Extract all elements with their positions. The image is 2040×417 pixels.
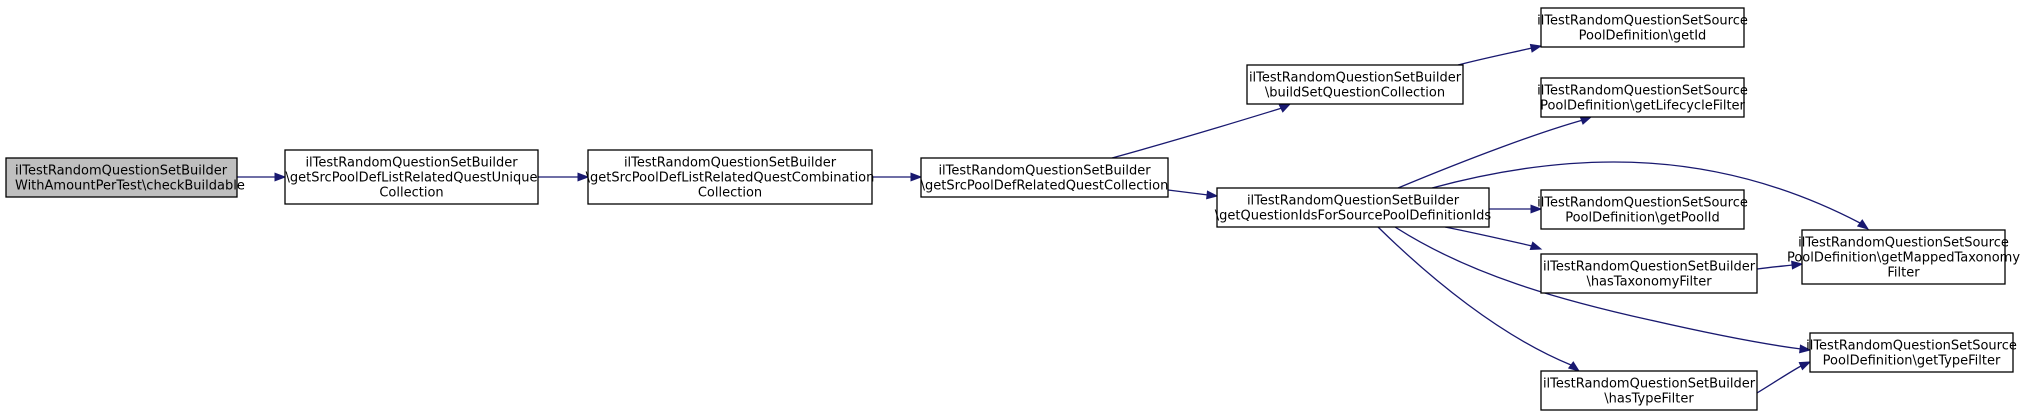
edge-build_set-to-get_id bbox=[1457, 43, 1543, 66]
node-box bbox=[920, 157, 1169, 198]
node-label-line: PoolDefinition\getTypeFilter bbox=[1823, 354, 2001, 369]
node-box bbox=[1540, 77, 1745, 118]
node-label-line: ilTestRandomQuestionSetBuilder bbox=[15, 164, 228, 179]
node-label-line: ilTestRandomQuestionSetBuilder bbox=[1543, 377, 1756, 392]
node-get-pool-id[interactable]: ilTestRandomQuestionSetSourcePoolDefinit… bbox=[1537, 189, 1748, 230]
arrowhead bbox=[1530, 204, 1543, 214]
node-box bbox=[1540, 189, 1745, 230]
node-label-line: \buildSetQuestionCollection bbox=[1265, 86, 1445, 101]
edge-get_question_ids-to-get_lifecycle bbox=[1397, 116, 1593, 189]
node-box bbox=[1246, 64, 1464, 105]
arrowhead bbox=[910, 172, 923, 182]
arrowhead bbox=[1791, 260, 1804, 270]
node-box bbox=[284, 149, 539, 205]
node-label-line: \getSrcPoolDefRelatedQuestCollection bbox=[921, 179, 1169, 194]
node-has-type[interactable]: ilTestRandomQuestionSetBuilder\hasTypeFi… bbox=[1540, 370, 1758, 411]
arrowhead bbox=[577, 172, 590, 182]
node-label-line: Collection bbox=[698, 186, 762, 201]
node-check-buildable[interactable]: ilTestRandomQuestionSetBuilderWithAmount… bbox=[5, 157, 245, 198]
edge-check_buildable-to-get_src_unique bbox=[237, 172, 287, 182]
node-box bbox=[1540, 253, 1758, 294]
node-box bbox=[587, 149, 873, 205]
node-label-line: ilTestRandomQuestionSetBuilder bbox=[1543, 260, 1756, 275]
node-label-line: ilTestRandomQuestionSetSource bbox=[1806, 339, 2017, 354]
node-label-line: PoolDefinition\getPoolId bbox=[1565, 211, 1720, 226]
node-box bbox=[1540, 7, 1745, 48]
edge-get_src_unique-to-get_src_combination bbox=[538, 172, 590, 182]
node-label-line: ilTestRandomQuestionSetBuilder bbox=[624, 156, 837, 171]
node-has-taxonomy[interactable]: ilTestRandomQuestionSetBuilder\hasTaxono… bbox=[1540, 253, 1758, 294]
node-get-type-filter[interactable]: ilTestRandomQuestionSetSourcePoolDefinit… bbox=[1806, 332, 2017, 373]
node-get-lifecycle[interactable]: ilTestRandomQuestionSetSourcePoolDefinit… bbox=[1537, 77, 1748, 118]
node-get-src-related[interactable]: ilTestRandomQuestionSetBuilder\getSrcPoo… bbox=[920, 157, 1169, 198]
arrowhead bbox=[1529, 43, 1543, 53]
arrowhead bbox=[1529, 241, 1543, 250]
arrowhead bbox=[274, 172, 287, 182]
node-get-src-unique[interactable]: ilTestRandomQuestionSetBuilder\getSrcPoo… bbox=[284, 149, 539, 205]
node-label-line: PoolDefinition\getId bbox=[1579, 29, 1707, 44]
edge-get_question_ids-to-get_type_filter bbox=[1394, 226, 1812, 354]
node-get-src-combination[interactable]: ilTestRandomQuestionSetBuilder\getSrcPoo… bbox=[586, 149, 875, 205]
arrowhead bbox=[1206, 190, 1219, 200]
node-label-line: PoolDefinition\getMappedTaxonomy bbox=[1787, 251, 2020, 266]
edge-has_type-to-get_type_filter bbox=[1756, 361, 1812, 394]
node-label-line: \getSrcPoolDefListRelatedQuestCombinatio… bbox=[586, 171, 875, 186]
edge-get_question_ids-to-has_taxonomy bbox=[1444, 226, 1543, 250]
edge-get_question_ids-to-get_pool_id bbox=[1489, 204, 1543, 214]
node-build-set[interactable]: ilTestRandomQuestionSetBuilder\buildSetQ… bbox=[1246, 64, 1464, 105]
node-box bbox=[1540, 370, 1758, 411]
node-label-line: ilTestRandomQuestionSetBuilder bbox=[1249, 71, 1462, 86]
node-get-question-ids[interactable]: ilTestRandomQuestionSetBuilder\getQuesti… bbox=[1215, 187, 1492, 228]
arrowhead bbox=[1278, 103, 1292, 113]
arrowhead bbox=[1798, 361, 1812, 371]
edge-get_question_ids-to-get_mapped_tax bbox=[1431, 161, 1870, 230]
edge-get_src_related-to-get_question_ids bbox=[1167, 189, 1219, 200]
node-label-line: PoolDefinition\getLifecycleFilter bbox=[1540, 99, 1745, 114]
node-box bbox=[1809, 332, 2014, 373]
node-label-line: ilTestRandomQuestionSetBuilder bbox=[305, 156, 518, 171]
edge-has_taxonomy-to-get_mapped_tax bbox=[1756, 260, 1804, 270]
node-box bbox=[5, 157, 238, 198]
node-label-line: ilTestRandomQuestionSetSource bbox=[1537, 14, 1748, 29]
arrowhead bbox=[1856, 219, 1870, 230]
node-label-line: ilTestRandomQuestionSetBuilder bbox=[1247, 194, 1460, 209]
edge-get_src_combination-to-get_src_related bbox=[872, 172, 923, 182]
arrowhead bbox=[1799, 344, 1812, 354]
node-label-line: Collection bbox=[379, 186, 443, 201]
node-label-line: ilTestRandomQuestionSetSource bbox=[1798, 236, 2009, 251]
node-label-line: \getSrcPoolDefListRelatedQuestUnique bbox=[286, 171, 538, 186]
node-label-line: \getQuestionIdsForSourcePoolDefinitionId… bbox=[1215, 209, 1492, 224]
node-label-line: WithAmountPerTest\checkBuildable bbox=[15, 179, 245, 194]
node-label-line: ilTestRandomQuestionSetSource bbox=[1537, 84, 1748, 99]
node-box bbox=[1216, 187, 1490, 228]
node-label-line: ilTestRandomQuestionSetBuilder bbox=[938, 164, 1151, 179]
edge-get_src_related-to-build_set bbox=[1111, 103, 1292, 159]
edge-get_question_ids-to-has_type bbox=[1377, 226, 1581, 372]
node-get-id[interactable]: ilTestRandomQuestionSetSourcePoolDefinit… bbox=[1537, 7, 1748, 48]
node-label-line: \hasTypeFilter bbox=[1604, 392, 1694, 407]
arrowhead bbox=[1579, 116, 1593, 125]
node-label-line: ilTestRandomQuestionSetSource bbox=[1537, 196, 1748, 211]
node-label-line: \hasTaxonomyFilter bbox=[1586, 275, 1712, 290]
node-label-line: Filter bbox=[1887, 266, 1920, 281]
node-box bbox=[1801, 229, 2006, 285]
arrowhead bbox=[1567, 361, 1581, 372]
node-get-mapped-tax[interactable]: ilTestRandomQuestionSetSourcePoolDefinit… bbox=[1787, 229, 2020, 285]
